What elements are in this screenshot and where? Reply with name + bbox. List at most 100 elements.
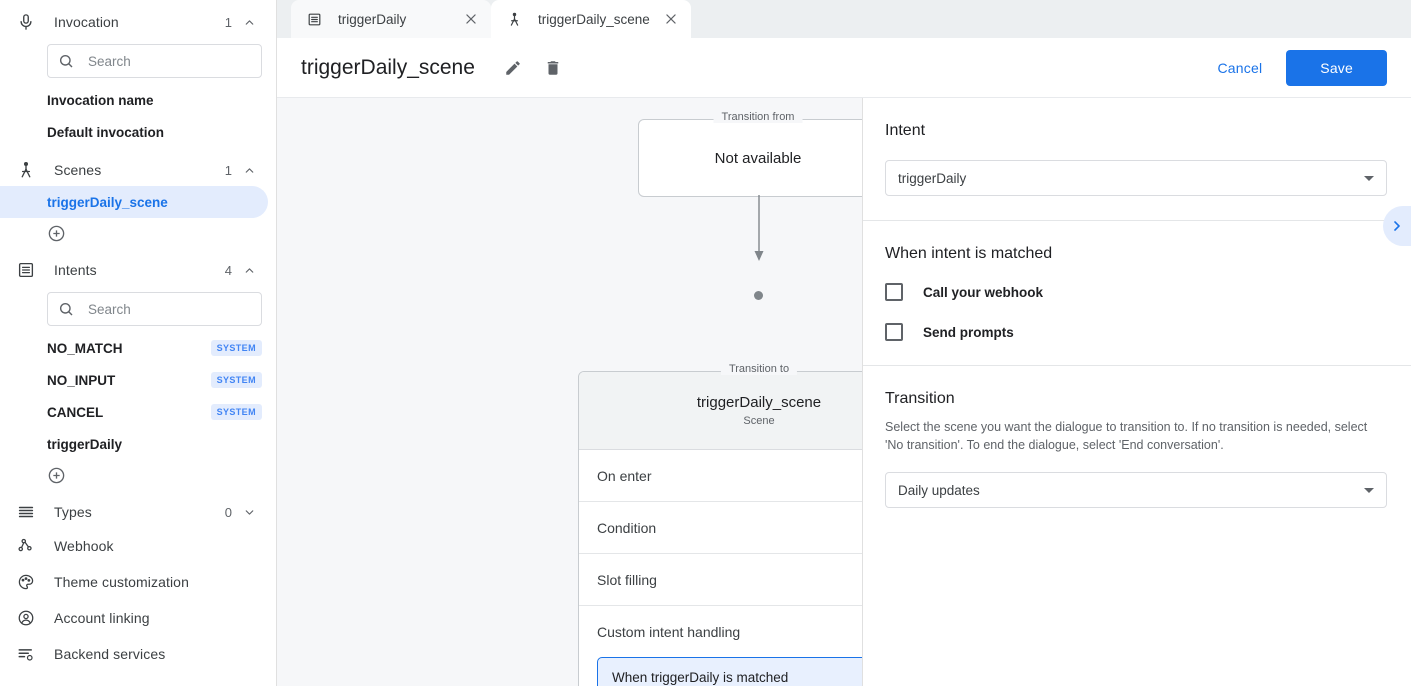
- chevron-up-icon[interactable]: [242, 263, 256, 277]
- palette-icon: [14, 570, 38, 594]
- sidebar-section-types[interactable]: Types 0: [0, 496, 276, 528]
- trash-icon[interactable]: [539, 54, 567, 82]
- checkbox-send-prompts[interactable]: Send prompts: [885, 323, 1387, 341]
- checkbox-label: Send prompts: [923, 324, 1014, 340]
- sidebar-item-label: triggerDaily: [47, 436, 123, 452]
- status-badge: SYSTEM: [210, 340, 262, 356]
- sidebar-item-backend-services[interactable]: Backend services: [0, 636, 276, 672]
- when-intent-matched-section: When intent is matched Call your webhook…: [863, 221, 1411, 366]
- scene-row-label: Condition: [597, 519, 657, 536]
- transition-to-node[interactable]: Transition to triggerDaily_scene Scene O…: [578, 363, 862, 686]
- invocation-search[interactable]: [47, 44, 262, 78]
- sidebar-item-triggerdaily-scene[interactable]: triggerDaily_scene: [0, 186, 268, 218]
- page-title: triggerDaily_scene: [301, 55, 475, 79]
- intents-icon: [14, 258, 38, 282]
- sidebar-item-label: Default invocation: [47, 124, 165, 140]
- microphone-icon: [14, 10, 38, 34]
- search-icon: [59, 54, 73, 68]
- sidebar-item-label: Invocation name: [47, 92, 154, 108]
- intent-select[interactable]: triggerDaily: [885, 160, 1387, 196]
- left-sidebar: Invocation 1 Invocation name Default inv…: [0, 0, 277, 686]
- sidebar-item-label: Webhook: [54, 538, 114, 554]
- sidebar-item-account-linking[interactable]: Account linking: [0, 600, 276, 636]
- sidebar-item-invocation-name[interactable]: Invocation name: [0, 84, 276, 116]
- sidebar-item-triggerdaily[interactable]: triggerDaily: [0, 428, 276, 460]
- add-intent-button[interactable]: [0, 460, 276, 490]
- checkbox-box[interactable]: [885, 323, 903, 341]
- search-input[interactable]: [86, 52, 251, 70]
- sidebar-item-no-input[interactable]: NO_INPUT SYSTEM: [0, 364, 276, 396]
- backend-icon: [14, 642, 38, 666]
- sidebar-item-no-match[interactable]: NO_MATCH SYSTEM: [0, 332, 276, 364]
- close-icon[interactable]: [461, 9, 481, 29]
- scene-row-label: On enter: [597, 467, 652, 484]
- sidebar-section-invocation[interactable]: Invocation 1: [0, 6, 276, 38]
- cancel-button[interactable]: Cancel: [1217, 59, 1263, 76]
- save-button[interactable]: Save: [1286, 49, 1387, 86]
- chevron-up-icon[interactable]: [242, 15, 256, 29]
- scene-row-head[interactable]: Condition: [597, 502, 862, 553]
- sidebar-item-default-invocation[interactable]: Default invocation: [0, 116, 276, 148]
- chevron-up-icon[interactable]: [242, 163, 256, 177]
- scene-row-custom-intent-handling: Custom intent handling When triggerDaily…: [579, 606, 862, 686]
- tab-triggerdaily-scene[interactable]: triggerDaily_scene: [491, 0, 691, 38]
- sidebar-section-label: Types: [54, 504, 92, 520]
- types-icon: [14, 500, 38, 524]
- add-circle-icon: [48, 467, 65, 483]
- intent-icon: [307, 12, 325, 27]
- search-icon: [59, 302, 73, 316]
- tab-triggerdaily[interactable]: triggerDaily: [291, 0, 491, 38]
- checkbox-call-your-webhook[interactable]: Call your webhook: [885, 283, 1387, 301]
- scene-row-on-enter: On enter: [579, 450, 862, 502]
- intent-section: Intent triggerDaily: [863, 98, 1411, 221]
- add-scene-button[interactable]: [0, 218, 276, 248]
- scene-canvas[interactable]: Transition from Not available Transition…: [277, 98, 862, 686]
- vertical-connector: [754, 195, 764, 261]
- status-badge: SYSTEM: [210, 372, 262, 388]
- chevron-down-icon: [1364, 175, 1374, 181]
- sidebar-item-cancel[interactable]: CANCEL SYSTEM: [0, 396, 276, 428]
- sidebar-item-label: Theme customization: [54, 574, 189, 590]
- account-icon: [14, 606, 38, 630]
- sidebar-item-label: NO_INPUT: [47, 372, 116, 388]
- intents-search[interactable]: [47, 292, 262, 326]
- sidebar-section-count: 4: [224, 262, 232, 278]
- sidebar-section-scenes[interactable]: Scenes 1: [0, 154, 276, 186]
- sidebar-item-label: NO_MATCH: [47, 340, 123, 356]
- intent-handler-chip[interactable]: When triggerDaily is matched: [597, 657, 862, 686]
- sidebar-item-theme-customization[interactable]: Theme customization: [0, 564, 276, 600]
- scene-row-label: Slot filling: [597, 571, 657, 588]
- tab-label: triggerDaily: [338, 11, 407, 27]
- body-split: Transition from Not available Transition…: [277, 98, 1411, 686]
- scene-row-head[interactable]: Custom intent handling: [597, 606, 862, 657]
- sidebar-section-count: 1: [224, 162, 232, 178]
- scene-card-subtitle: Scene: [743, 415, 775, 427]
- connector-dot-source: [754, 291, 763, 300]
- close-icon[interactable]: [661, 9, 681, 29]
- pencil-icon[interactable]: [499, 54, 527, 82]
- sidebar-item-label: triggerDaily_scene: [47, 194, 168, 210]
- scene-card: triggerDaily_scene Scene On enter: [578, 371, 862, 686]
- sidebar-item-label: CANCEL: [47, 404, 104, 420]
- search-input[interactable]: [86, 300, 251, 318]
- intent-select-value: triggerDaily: [898, 170, 967, 186]
- invocation-search-wrap: [0, 38, 276, 84]
- sidebar-section-intents[interactable]: Intents 4: [0, 254, 276, 286]
- scene-row-head[interactable]: Slot filling: [597, 554, 862, 605]
- properties-panel: Intent triggerDaily When intent is match…: [862, 98, 1411, 686]
- transition-select-value: Daily updates: [898, 482, 980, 498]
- scene-row-condition: Condition: [579, 502, 862, 554]
- transition-section-title: Transition: [885, 390, 955, 407]
- add-circle-icon: [48, 225, 65, 241]
- sidebar-item-webhook[interactable]: Webhook: [0, 528, 276, 564]
- transition-select[interactable]: Daily updates: [885, 472, 1387, 509]
- status-badge: SYSTEM: [210, 404, 262, 420]
- checkbox-box[interactable]: [885, 283, 903, 301]
- scene-row-head[interactable]: On enter: [597, 450, 862, 501]
- transition-from-legend: Transition from: [713, 111, 803, 123]
- transition-from-node[interactable]: Transition from Not available: [638, 111, 862, 197]
- chevron-right-icon[interactable]: [1383, 206, 1411, 246]
- intents-search-wrap: [0, 286, 276, 332]
- chevron-down-icon[interactable]: [242, 505, 256, 519]
